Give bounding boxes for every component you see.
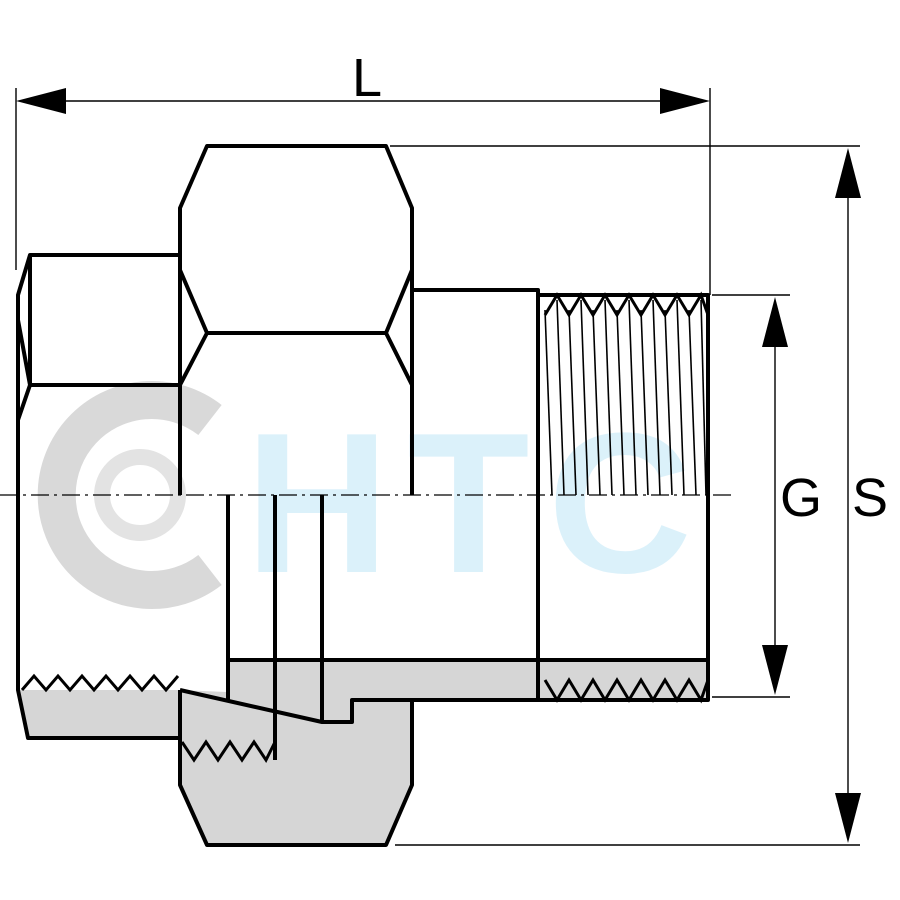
body-inner-lines [273,495,324,760]
thread-hatching [544,299,707,496]
arrow-left-icon [16,88,66,114]
thread-end-outline [538,293,710,702]
section-fill [18,660,708,845]
arrow-up-icon [835,148,861,198]
left-nut-outline [16,253,180,740]
outline [16,144,710,847]
thread-dimension-label: G [780,468,822,528]
left-nut-section [18,690,180,738]
male-thread-bottom [543,677,710,704]
hex-nut-outline [178,144,414,495]
female-thread-left [20,673,180,693]
watermark: HTC [37,381,710,615]
body-section [228,660,538,722]
thread-end-section [538,660,708,700]
hex-nut-lower-outline [178,690,414,847]
watermark-text: HTC [245,392,710,615]
body-bore-line [226,495,538,700]
arrow-right-icon [660,88,710,114]
hex-dimension-label: S [852,468,888,528]
arrow-down-icon [762,645,788,695]
length-dimension-label: L [352,48,382,108]
hex-nut-facets [178,269,414,386]
female-thread-nut [180,739,277,763]
hex-nut-section [180,690,412,845]
male-thread-top [543,291,710,318]
left-nut-facet [16,255,180,421]
dimension-lines [15,88,861,846]
threads [20,291,710,763]
arrow-up-icon [762,297,788,347]
arrow-down-icon [835,793,861,843]
